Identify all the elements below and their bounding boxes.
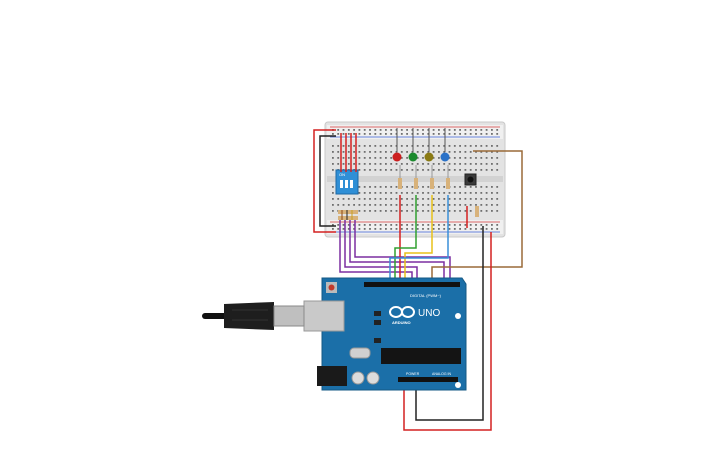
dip-resistors: [338, 210, 358, 220]
led-signal-wires: [389, 195, 449, 282]
digital-label: DIGITAL (PWM~): [410, 293, 442, 298]
dip-switch-on-label: ON: [339, 172, 345, 177]
arduino-brand-text: ARDUINO: [392, 320, 411, 325]
left-rail-wires: [313, 129, 336, 233]
led-green[interactable]: [408, 128, 418, 162]
power-label: POWER: [406, 372, 420, 376]
analog-label: ANALOG IN: [432, 372, 452, 376]
power-analog-header: [398, 377, 458, 382]
dip-switch[interactable]: ON: [335, 169, 359, 195]
pushbutton[interactable]: [464, 173, 477, 186]
usb-port: [303, 300, 345, 332]
usb-cable: [202, 302, 305, 330]
purple-wires: [339, 220, 451, 282]
led-blue[interactable]: [440, 128, 450, 162]
led-yellow[interactable]: [424, 128, 434, 162]
bottom-power-wires: [403, 226, 492, 431]
button-resistor: [466, 206, 479, 228]
brown-wire: [431, 150, 523, 282]
led-red[interactable]: [392, 128, 402, 162]
arduino-uno[interactable]: ARDUINO UNO DIGITAL (PWM~) POWER ANALOG …: [303, 277, 467, 391]
digital-header: [364, 282, 460, 287]
power-jack: [317, 366, 347, 386]
dip-power-wires: [340, 133, 357, 172]
atmega-chip: [381, 348, 461, 364]
led-resistors: [398, 165, 450, 189]
arduino-logo-icon: [389, 306, 415, 318]
uno-model-text: UNO: [418, 308, 440, 319]
